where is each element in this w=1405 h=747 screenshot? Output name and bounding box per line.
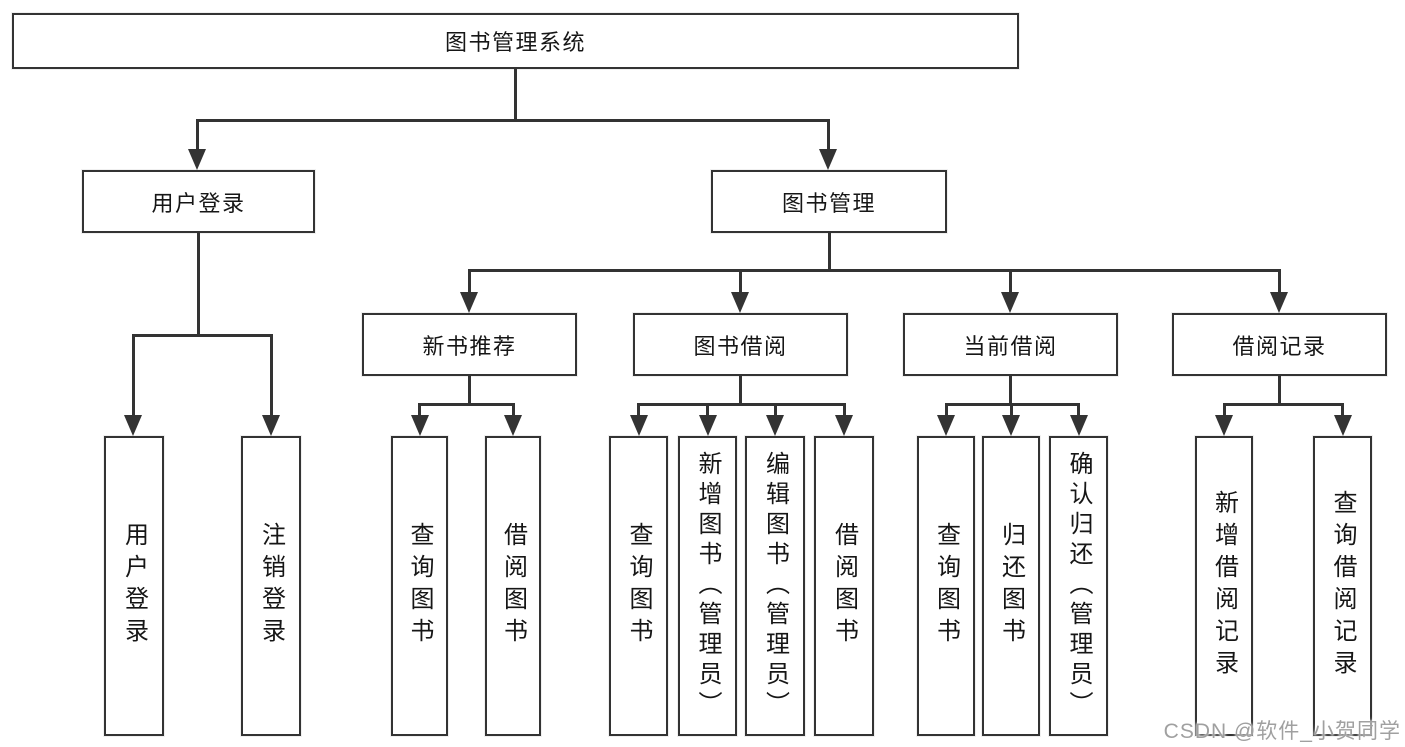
arrowhead-cb-confirm xyxy=(1069,415,1088,436)
connector-to-cb-query xyxy=(944,403,948,417)
leaf-cb-confirm-return-admin: 确认归还（管理员） xyxy=(1049,436,1108,736)
connector-to-cb-return xyxy=(1009,403,1013,417)
node-borrow-record: 借阅记录 xyxy=(1172,313,1387,376)
connector-bb-rail xyxy=(637,403,844,406)
leaf-logout: 注销登录 xyxy=(241,436,301,736)
connector-userlogin-rail xyxy=(131,334,273,337)
connector-bb-stem xyxy=(739,376,742,405)
connector-to-leaf-logout xyxy=(269,334,273,417)
connector-to-nbr-borrow xyxy=(511,403,515,417)
connector-nbr-stem xyxy=(468,376,471,405)
connector-root-stem xyxy=(514,69,517,120)
connector-to-book-mgmt xyxy=(826,119,830,151)
leaf-bb-edit-books-admin: 编辑图书（管理员） xyxy=(745,436,805,736)
connector-to-br-add xyxy=(1222,403,1226,417)
leaf-cb-return-books: 归还图书 xyxy=(982,436,1040,736)
arrowhead-leaf-user-login xyxy=(124,415,142,436)
leaf-bb-add-books-admin: 新增图书（管理员） xyxy=(678,436,737,736)
node-book-borrow: 图书借阅 xyxy=(633,313,848,376)
leaf-br-add-record: 新增借阅记录 xyxy=(1195,436,1253,736)
arrowhead-bb-borrow xyxy=(835,415,853,436)
connector-to-user-login xyxy=(195,119,199,151)
node-root: 图书管理系统 xyxy=(12,13,1019,69)
connector-to-br-query xyxy=(1341,403,1344,417)
connector-to-bb-query xyxy=(637,403,640,417)
arrowhead-book-borrow xyxy=(731,292,749,313)
arrowhead-bb-query xyxy=(629,415,648,436)
leaf-nbr-query-books: 查询图书 xyxy=(391,436,448,736)
connector-bookmgmt-stem xyxy=(827,233,831,272)
connector-to-cb-confirm xyxy=(1077,403,1080,417)
connector-bookmgmt-rail xyxy=(468,269,1281,272)
node-current-borrow: 当前借阅 xyxy=(903,313,1118,376)
connector-to-leaf-user-login xyxy=(131,334,135,417)
arrowhead-book-mgmt xyxy=(819,149,837,170)
leaf-br-query-record: 查询借阅记录 xyxy=(1313,436,1372,736)
arrowhead-borrow-record xyxy=(1270,292,1288,313)
connector-to-bb-borrow xyxy=(842,403,846,417)
arrowhead-br-query xyxy=(1333,415,1352,436)
connector-to-new-book-rec xyxy=(468,269,471,295)
leaf-user-login: 用户登录 xyxy=(104,436,164,736)
node-new-book-rec: 新书推荐 xyxy=(362,313,577,376)
node-book-mgmt: 图书管理 xyxy=(711,170,947,233)
connector-to-borrow-record xyxy=(1278,269,1281,295)
leaf-bb-query-books: 查询图书 xyxy=(609,436,668,736)
connector-to-current-borrow xyxy=(1009,269,1012,295)
arrowhead-cb-query xyxy=(937,415,955,436)
arrowhead-new-book-rec xyxy=(460,292,478,313)
node-user-login: 用户登录 xyxy=(82,170,315,233)
arrowhead-current-borrow xyxy=(1001,292,1019,313)
connector-to-bb-edit xyxy=(773,403,777,417)
arrowhead-cb-return xyxy=(1002,415,1020,436)
csdn-watermark: CSDN @软件_小贺同学 xyxy=(1163,720,1401,743)
connector-cb-stem xyxy=(1009,376,1012,405)
connector-userlogin-stem xyxy=(197,233,200,336)
arrowhead-bb-add xyxy=(698,415,717,436)
arrowhead-nbr-query xyxy=(410,415,429,436)
connector-br-stem xyxy=(1278,376,1281,405)
leaf-cb-query-books: 查询图书 xyxy=(917,436,975,736)
connector-to-book-borrow xyxy=(739,269,742,295)
arrowhead-leaf-logout xyxy=(262,415,280,436)
connector-br-rail xyxy=(1222,403,1344,406)
connector-to-nbr-query xyxy=(418,403,421,417)
arrowhead-user-login xyxy=(188,149,206,170)
connector-root-rail xyxy=(196,119,830,122)
connector-to-bb-add xyxy=(706,403,709,417)
connector-nbr-rail xyxy=(418,403,515,406)
leaf-bb-borrow-books: 借阅图书 xyxy=(814,436,874,736)
leaf-nbr-borrow-books: 借阅图书 xyxy=(485,436,541,736)
arrowhead-nbr-borrow xyxy=(504,415,522,436)
arrowhead-bb-edit xyxy=(766,415,784,436)
arrowhead-br-add xyxy=(1215,415,1233,436)
